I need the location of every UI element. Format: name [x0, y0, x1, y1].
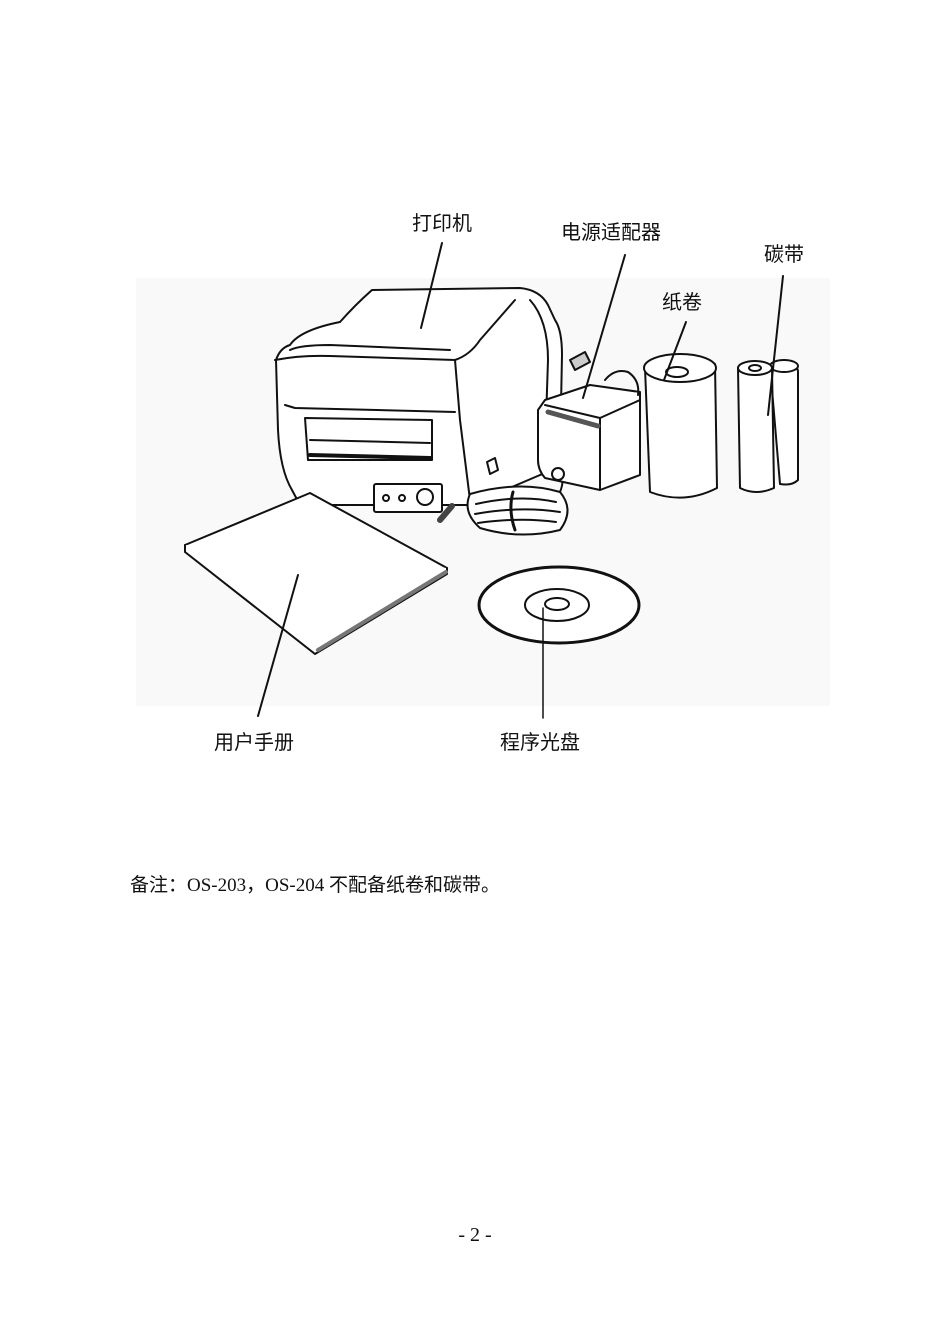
power-adapter-drawing: [537, 370, 641, 491]
label-software-cd: 程序光盘: [500, 730, 580, 754]
label-user-manual: 用户手册: [214, 730, 294, 754]
paper-roll-drawing: [643, 353, 718, 499]
note-text: 备注：OS-203，OS-204 不配备纸卷和碳带。: [130, 875, 500, 896]
printer-drawing: [274, 287, 591, 536]
leader-lines: [257, 242, 784, 719]
label-power-adapter: 电源适配器: [561, 220, 661, 244]
user-manual-drawing: [184, 492, 448, 655]
page-number: - 2 -: [458, 1224, 492, 1246]
ribbon-rolls-drawing: [737, 359, 799, 493]
label-paper-roll: 纸卷: [662, 290, 702, 314]
package-contents-illustration: [184, 242, 799, 719]
label-printer: 打印机: [412, 211, 472, 235]
package-contents-figure: 打印机 电源适配器 碳带 纸卷 用户手册 程序光盘: [184, 211, 804, 754]
label-ribbon: 碳带: [764, 242, 804, 266]
software-cd-drawing: [477, 565, 641, 645]
